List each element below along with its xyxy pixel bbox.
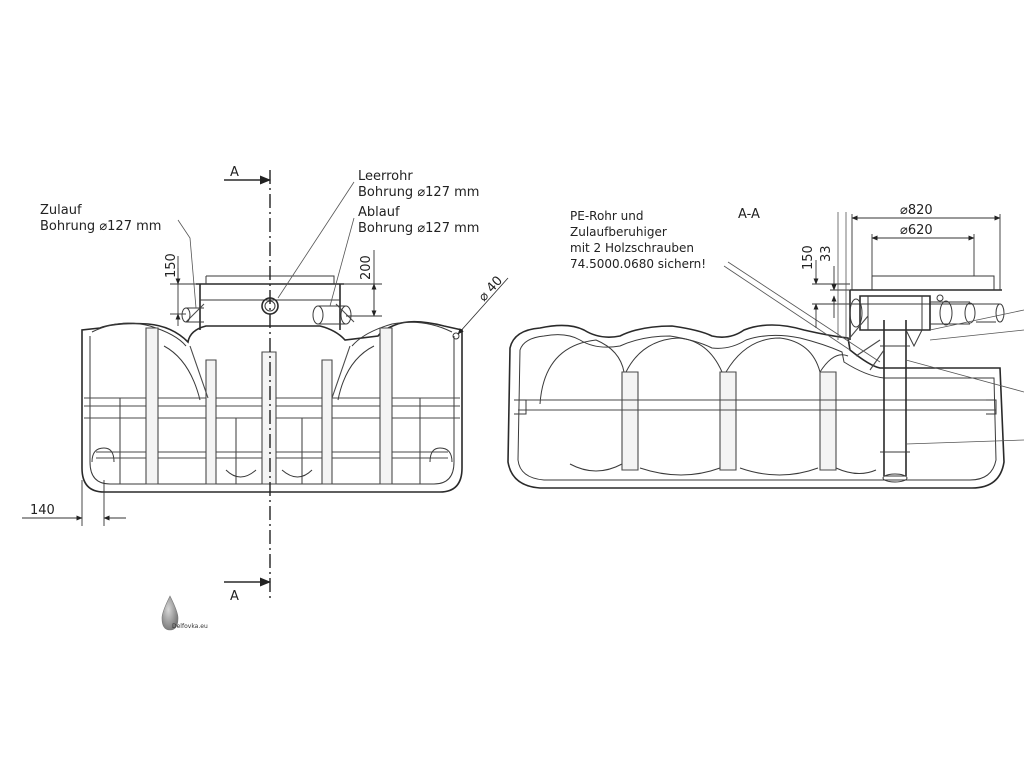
dim-33: 33 [819, 245, 834, 262]
dim-d40: ⌀ 40 [476, 273, 506, 304]
dim-d620: ⌀620 [900, 223, 933, 238]
pe-label-2: Zulaufberuhiger [570, 225, 667, 239]
section-marker-top: A [230, 165, 239, 180]
leerrohr-bore-label: Bohrung ⌀127 mm [358, 185, 479, 200]
zulauf-label: Zulauf [40, 203, 82, 218]
dim-150-right: 150 [801, 245, 816, 270]
watermark-logo: Delfovka.eu [161, 595, 208, 631]
section-title: A-A [738, 207, 760, 222]
watermark-text: Delfovka.eu [172, 623, 208, 630]
dim-d820: ⌀820 [900, 203, 933, 218]
dim-140: 140 [30, 503, 55, 518]
dim-200: 200 [359, 255, 374, 280]
leerrohr-label: Leerrohr [358, 169, 413, 184]
pe-label-4: 74.5000.0680 sichern! [570, 257, 706, 271]
section-view: ⌀820 ⌀620 150 33 A-A PE-Rohr und Zulaufb… [507, 203, 1024, 489]
pe-label-3: mit 2 Holzschrauben [570, 241, 694, 255]
section-marker-bottom: A [230, 589, 239, 604]
pe-label-1: PE-Rohr und [570, 209, 643, 223]
front-view: A A 150 200 ⌀ 40 140 Zulauf Bohrung ⌀127 [22, 165, 509, 604]
zulauf-bore-label: Bohrung ⌀127 mm [40, 219, 161, 234]
ablauf-label: Ablauf [358, 205, 400, 220]
ablauf-bore-label: Bohrung ⌀127 mm [358, 221, 479, 236]
dim-150-left: 150 [164, 253, 179, 278]
water-drop-icon [161, 595, 179, 631]
